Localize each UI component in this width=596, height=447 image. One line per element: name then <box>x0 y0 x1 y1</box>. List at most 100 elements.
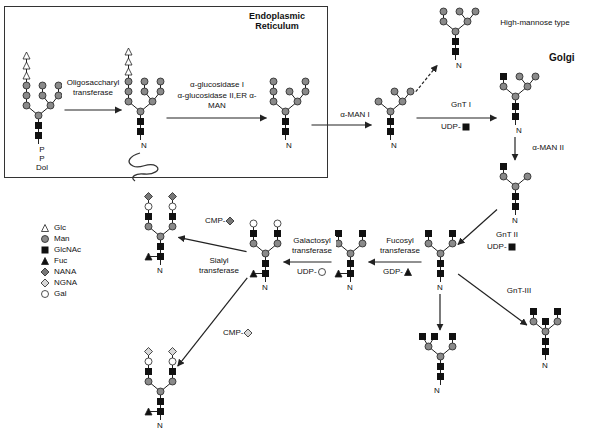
sugar-symbol <box>387 108 394 115</box>
sugar-symbol <box>359 240 366 247</box>
sugar-symbol <box>55 92 62 99</box>
glycan-drawing <box>22 51 63 145</box>
enzyme-label: Galactosyl transferase <box>288 236 336 256</box>
sugar-symbol <box>532 73 539 80</box>
enzyme-label: GnT II <box>486 230 528 240</box>
enzyme-label: α-MAN II <box>522 143 574 153</box>
glycan-structure: N <box>334 229 367 292</box>
legend-symbol <box>40 278 50 288</box>
sugar-symbol <box>387 128 394 135</box>
sugar-symbol <box>425 343 432 350</box>
glycan-structure: N <box>499 162 532 225</box>
residue-label: N <box>437 283 443 292</box>
sugar-symbol <box>274 220 281 227</box>
svg-part <box>375 88 414 140</box>
sugar-symbol <box>462 124 469 131</box>
sugar-symbol <box>464 18 471 25</box>
svg-part <box>250 220 281 282</box>
sugar-symbol <box>347 250 354 257</box>
sugar-symbol <box>244 329 252 337</box>
glycan-structure: N <box>374 87 415 150</box>
legend-text: Man <box>54 234 70 244</box>
sugar-symbol <box>169 203 176 210</box>
legend-symbol <box>40 223 50 233</box>
sugar-symbol <box>359 230 366 237</box>
sugar-symbol <box>449 333 456 340</box>
glycan-drawing <box>499 72 540 126</box>
sugar-symbol <box>262 260 269 267</box>
glycan-drawing <box>334 229 367 283</box>
reaction-arrow <box>284 261 332 262</box>
residue-label: P <box>39 154 44 163</box>
legend-row: NGNA <box>40 277 81 288</box>
legend-text: Gal <box>54 289 66 299</box>
sugar-symbol <box>35 112 42 119</box>
residue-label: N <box>347 283 353 292</box>
glycan-structure: N <box>418 332 457 395</box>
sugar-symbol <box>23 52 30 59</box>
sugar-symbol <box>512 193 519 200</box>
legend-row: Fuc <box>40 255 81 266</box>
sugar-symbol <box>250 240 257 247</box>
sugar-symbol <box>270 78 277 85</box>
sugar-symbol <box>149 98 156 105</box>
glycan-drawing <box>374 87 415 141</box>
svg-part <box>530 308 561 360</box>
enzyme-label: Oligosaccharyl transferase <box>62 78 124 98</box>
sugar-symbol <box>524 83 531 90</box>
sugar-symbol <box>431 333 438 340</box>
svg-part <box>270 78 309 140</box>
sugar-symbol <box>472 8 479 15</box>
residue-label: P <box>39 145 44 154</box>
sugar-symbol <box>554 318 561 325</box>
sugar-symbol <box>452 48 459 55</box>
glycan-drawing <box>439 7 480 61</box>
sugar-symbol <box>282 108 289 115</box>
legend-text: Fuc <box>54 256 67 266</box>
sugar-symbol <box>23 82 30 89</box>
sugar-symbol <box>452 28 459 35</box>
sugar-symbol <box>39 92 46 99</box>
sugar-symbol <box>542 328 549 335</box>
sugar-symbol <box>157 243 164 250</box>
sugar-symbol <box>512 93 519 100</box>
glycan-drawing <box>144 347 177 421</box>
compartment-box: PPDolNNEndoplasmic Reticulum <box>4 6 328 178</box>
residue-label: N <box>512 216 518 225</box>
svg-part <box>500 163 531 215</box>
sugar-symbol <box>512 203 519 210</box>
reaction-arrow <box>458 274 527 325</box>
reaction-arrow <box>369 261 422 262</box>
residue-label: N <box>542 361 548 370</box>
residue-label: N <box>157 421 163 430</box>
sugar-symbol <box>449 343 456 350</box>
sugar-symbol <box>157 253 164 260</box>
residue-label: N <box>391 141 397 150</box>
sugar-symbol <box>144 348 152 356</box>
reaction-arrow <box>439 294 440 330</box>
sugar-symbol <box>157 88 164 95</box>
glycan-structure: N <box>249 219 282 292</box>
residue-label: N <box>516 126 522 135</box>
sugar-symbol <box>419 333 426 340</box>
sugar-symbol <box>554 308 561 315</box>
residue-label: N <box>286 141 292 150</box>
sugar-symbol <box>145 358 152 365</box>
sugar-symbol <box>542 318 549 325</box>
sugar-symbol <box>500 173 507 180</box>
glycan-structure: N <box>499 72 540 135</box>
donor-text: CMP- <box>223 328 243 337</box>
sugar-symbol <box>500 163 507 170</box>
legend-row: Gal <box>40 288 81 299</box>
donor-label: CMP- <box>204 216 236 226</box>
sugar-symbol <box>141 78 148 85</box>
svg-part <box>23 52 62 144</box>
compartment-label: Endoplasmic Reticulum <box>237 11 317 31</box>
sugar-symbol <box>347 270 354 277</box>
sugar-symbol <box>250 230 257 237</box>
sugar-symbol <box>226 217 234 225</box>
sugar-symbol <box>125 58 132 65</box>
sugar-symbol <box>437 353 444 360</box>
sugar-symbol <box>145 368 152 375</box>
glycan-structure: N <box>144 192 177 275</box>
